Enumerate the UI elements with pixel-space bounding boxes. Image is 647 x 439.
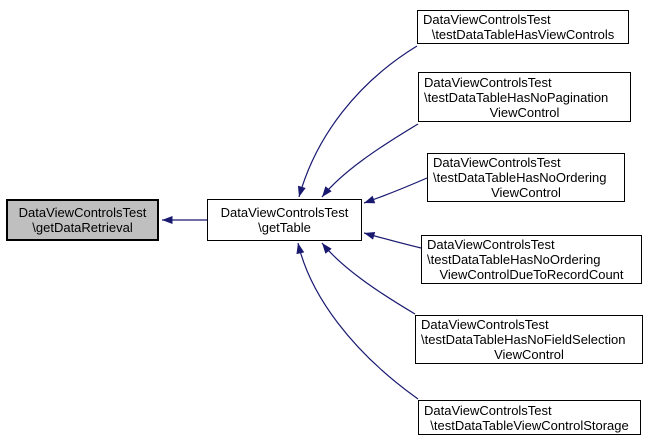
node-testDataTableHasViewControls[interactable]: DataViewControlsTest \testDataTableHasVi… [417, 10, 629, 44]
node-testDataTableViewControlStorage[interactable]: DataViewControlsTest \testDataTableViewC… [418, 400, 641, 435]
node-label-line: ViewControlDueToRecordCount [439, 267, 624, 282]
node-label-line: DataViewControlsTest [427, 237, 555, 252]
node-label-line: DataViewControlsTest [18, 205, 147, 220]
edge-viewControlStorage-to-getTable [296, 242, 419, 400]
node-label-line: DataViewControlsTest [423, 12, 551, 27]
node-label-line: \getDataRetrieval [32, 220, 133, 235]
node-getDataRetrieval: DataViewControlsTest \getDataRetrieval [6, 199, 159, 241]
node-label-line: \testDataTableHasNoOrdering [433, 170, 607, 185]
node-label-line: ViewControl [491, 185, 561, 200]
node-label-line: DataViewControlsTest [220, 205, 349, 220]
node-label-line: ViewControl [489, 104, 560, 120]
edge-hasNoPaginationViewControl-to-getTable [321, 123, 419, 198]
node-label-line: DataViewControlsTest [421, 317, 549, 332]
node-label-line: \testDataTableViewControlStorage [430, 417, 629, 433]
node-label-line: \testDataTableHasNoFieldSelection [421, 332, 626, 347]
edge-hasNoFieldSelectionViewControl-to-getTable [321, 242, 416, 315]
node-testDataTableHasNoFieldSelectionViewControl[interactable]: DataViewControlsTest \testDataTableHasNo… [415, 315, 643, 364]
edge-hasViewControls-to-getTable [297, 45, 418, 198]
node-label-line: \testDataTableHasNoPagination [424, 89, 609, 105]
node-getTable[interactable]: DataViewControlsTest \getTable [207, 199, 362, 241]
node-label-line: \getTable [258, 220, 311, 235]
node-label-line: DataViewControlsTest [424, 402, 552, 418]
node-label-line: \testDataTableHasViewControls [431, 27, 615, 42]
node-testDataTableHasNoOrderingViewControl[interactable]: DataViewControlsTest \testDataTableHasNo… [427, 153, 625, 202]
edge-hasNoOrderingViewControl-to-getTable [363, 177, 428, 204]
node-label-line: \testDataTableHasNoOrdering [427, 252, 601, 267]
node-label-line: DataViewControlsTest [424, 74, 552, 90]
node-testDataTableHasNoPaginationViewControl[interactable]: DataViewControlsTest \testDataTableHasNo… [418, 72, 631, 122]
node-label-line: ViewControl [494, 347, 564, 362]
node-testDataTableHasNoOrderingViewControlDueToRecordCount[interactable]: DataViewControlsTest \testDataTableHasNo… [421, 235, 642, 284]
edge-hasNoOrderingViewControlDueToRecordCount-to-getTable [363, 231, 422, 249]
node-label-line: DataViewControlsTest [433, 155, 561, 170]
